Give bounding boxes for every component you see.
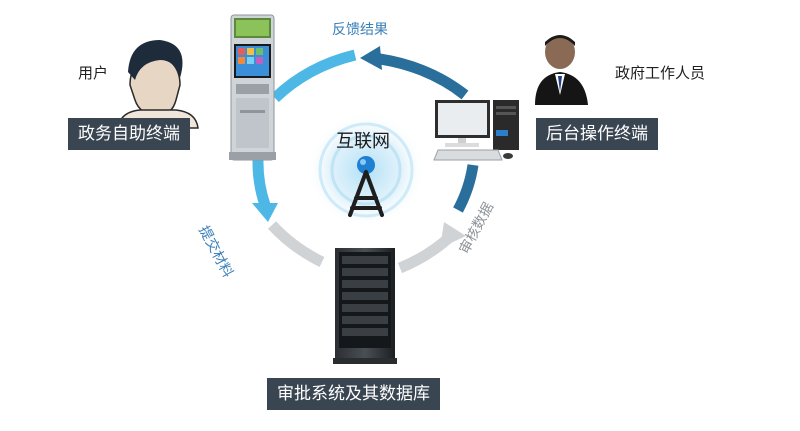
backend-label: 后台操作终端 xyxy=(536,118,658,150)
arc-feedback-left xyxy=(271,49,357,103)
staff-label: 政府工作人员 xyxy=(615,64,706,82)
staff-avatar-icon xyxy=(535,35,588,105)
arrowhead-review-gray xyxy=(440,222,466,248)
kiosk-label: 政务自助终端 xyxy=(68,118,190,150)
internet-label: 互联网 xyxy=(336,131,390,152)
arc-submit xyxy=(252,159,271,207)
flow-feedback-label: 反馈结果 xyxy=(332,22,388,38)
arrowhead-submit xyxy=(252,203,278,222)
arc-review xyxy=(453,164,479,213)
glow-ring xyxy=(318,122,414,218)
user-label: 用户 xyxy=(78,64,109,82)
kiosk-icon xyxy=(229,14,276,161)
computer-icon xyxy=(433,100,519,161)
antenna-icon xyxy=(348,156,384,217)
server-label: 审批系统及其数据库 xyxy=(267,378,440,410)
arrowhead-feedback xyxy=(360,46,382,70)
user-avatar-icon xyxy=(117,40,199,129)
arc-gray-left xyxy=(267,221,325,267)
arc-feedback-right xyxy=(371,52,469,100)
server-rack-icon xyxy=(333,248,397,364)
glow-ring xyxy=(330,134,402,206)
